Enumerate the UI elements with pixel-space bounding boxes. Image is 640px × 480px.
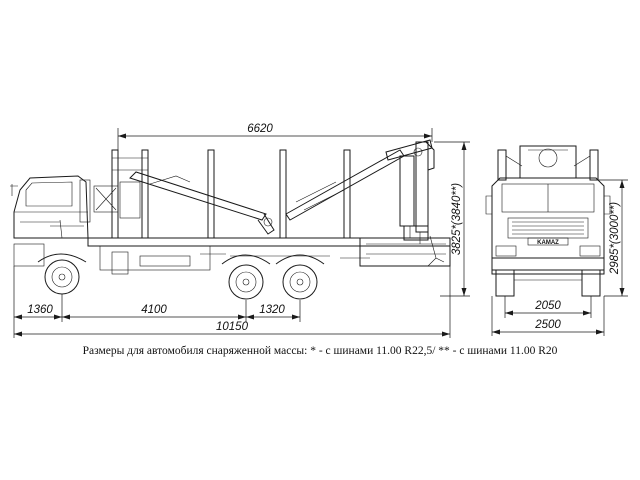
dim-wheelbase: 4100 bbox=[141, 304, 167, 316]
cab bbox=[10, 175, 91, 267]
side-dimensions bbox=[13, 128, 470, 338]
rear-wheels bbox=[221, 254, 325, 300]
dimensions-caption: Размеры для автомобиля снаряженной массы… bbox=[82, 345, 558, 357]
brand-logo: KAMAZ bbox=[537, 240, 559, 246]
front-wheel bbox=[37, 253, 87, 295]
dim-front-track: 2050 bbox=[534, 300, 561, 312]
dim-front-overhang: 1360 bbox=[27, 304, 53, 316]
dim-overall-length: 10150 bbox=[216, 321, 249, 333]
dim-bogie-spacing: 1320 bbox=[259, 304, 285, 316]
dim-side-height: 3825*(3840**) bbox=[451, 183, 463, 255]
dim-overall-width: 2500 bbox=[534, 319, 561, 331]
front-view: KAMAZ bbox=[485, 145, 611, 297]
front-dimensions bbox=[491, 179, 628, 336]
timber-stakes bbox=[93, 149, 351, 239]
chassis bbox=[87, 237, 451, 275]
side-view bbox=[10, 139, 451, 300]
loader-crane bbox=[129, 139, 445, 267]
dim-top-length: 6620 bbox=[247, 123, 273, 135]
dim-front-height: 2985*(3000**) bbox=[609, 202, 621, 275]
